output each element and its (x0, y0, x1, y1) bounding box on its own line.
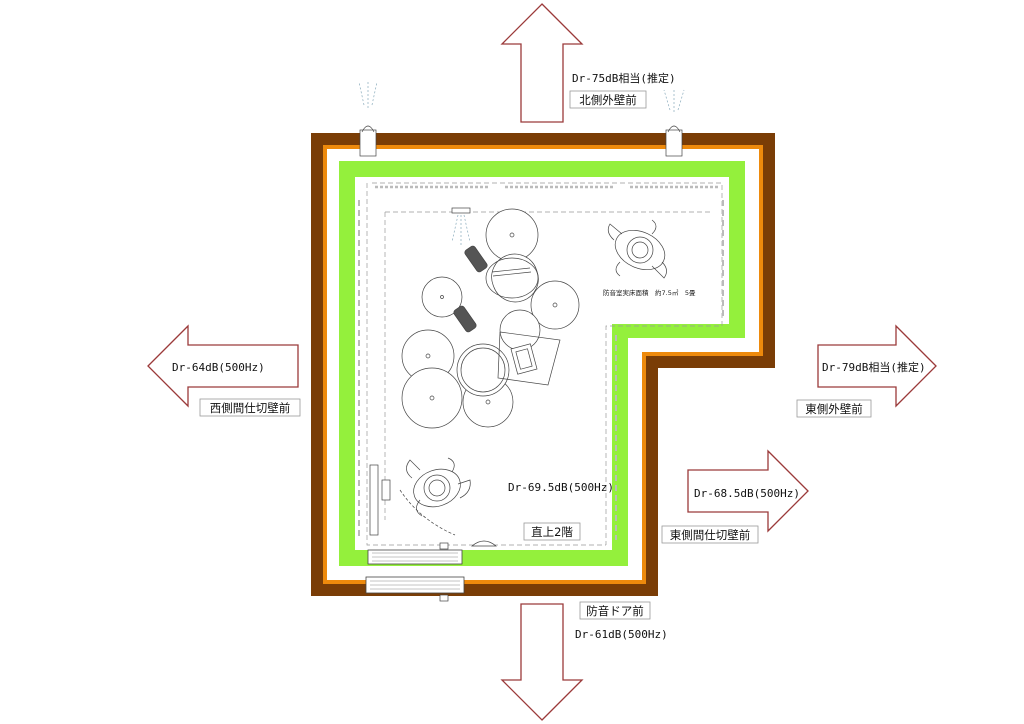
threshold-icon (471, 540, 497, 547)
west-db-label: Dr-64dB(500Hz) (172, 361, 265, 374)
door-db-label: Dr-61dB(500Hz) (575, 628, 668, 641)
above-floor-label: 直上2階 (531, 525, 573, 539)
west-wall-box (199, 398, 301, 417)
door-label: 防音ドア前 (586, 604, 644, 618)
inner-wall-details (358, 182, 724, 546)
north-wall-label: 北側外壁前 (579, 93, 637, 107)
east-partition-wall-box (661, 525, 759, 544)
above-floor-box (523, 522, 581, 541)
door-icon (365, 542, 465, 602)
east-partition-wall-label: 東側間仕切壁前 (670, 528, 751, 542)
south-arrow-icon (500, 603, 584, 721)
door-box (579, 601, 651, 620)
room-area-label: 防音室実床面積 約7.5㎡ 5畳 (603, 288, 696, 297)
interior-floor (355, 177, 729, 550)
drum-kit-icon (401, 208, 580, 429)
north-light-right-icon (663, 88, 685, 157)
ceiling-light-icon (451, 207, 471, 245)
wall-fixture-icon (381, 479, 391, 501)
north-light-left-icon (358, 80, 378, 157)
east-wall-label: 東側外壁前 (805, 402, 863, 416)
east-wall-box (796, 399, 872, 418)
east-partition-db-label: Dr-68.5dB(500Hz) (694, 487, 800, 500)
inner-door-frame-icon (369, 464, 379, 536)
north-wall-box (569, 90, 647, 109)
north-db-label: Dr-75dB相当(推定) (572, 71, 676, 85)
north-arrow-icon (500, 3, 584, 123)
above-floor-db-label: Dr-69.5dB(500Hz) (508, 481, 614, 494)
east-db-label: Dr-79dB相当(推定) (822, 360, 926, 374)
person-drummer-icon (607, 219, 667, 279)
west-arrow-icon (147, 324, 299, 408)
person-at-door-icon (399, 457, 471, 536)
east-partition-arrow-icon (687, 449, 809, 533)
west-wall-label: 西側間仕切壁前 (210, 401, 291, 415)
east-arrow-icon (817, 324, 937, 408)
